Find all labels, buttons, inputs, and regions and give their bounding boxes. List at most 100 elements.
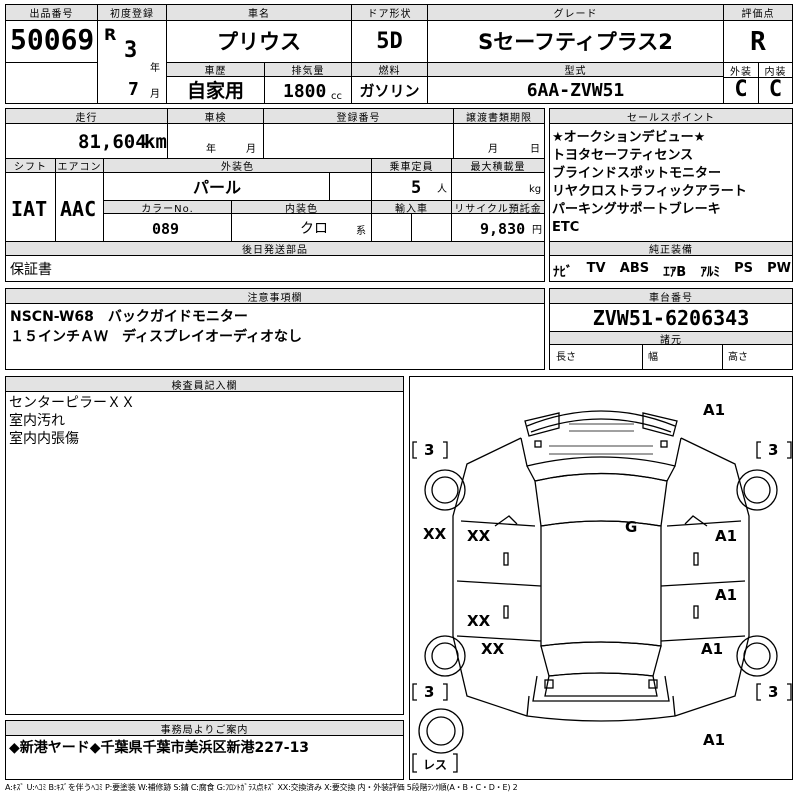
mark-rear-door-r: A1	[715, 586, 737, 604]
equipment-item: ｱﾙﾐ	[700, 265, 720, 280]
mark-spare: レス	[423, 758, 447, 772]
model-label: 型式	[428, 63, 723, 77]
equipment-item: PS	[734, 261, 753, 276]
mark-tire-fr: 3	[768, 441, 778, 459]
mark-rear-door-l: XX	[467, 612, 491, 630]
shift: IAT	[11, 197, 48, 221]
mileage: 81,604	[78, 131, 147, 153]
int-color-label: 内装色	[232, 201, 371, 215]
capacity: 5	[411, 178, 422, 198]
chassis-number: ZVW51-6206343	[592, 306, 750, 330]
aircon: AAC	[60, 197, 97, 221]
fuel: ガソリン	[359, 81, 420, 100]
capacity-unit: 人	[437, 184, 447, 195]
exterior-label: 外装	[724, 63, 758, 78]
chassis-block	[549, 288, 793, 370]
mark-tire-fl: 3	[424, 441, 434, 459]
inspector-line-1: センターピラーＸＸ	[9, 395, 135, 411]
car-diagram: A1 3 3 G XX XX A1 A1 XX XX A1 3 3 A1 レス	[412, 401, 792, 773]
year-unit: 年	[150, 63, 160, 74]
transfer-label: 譲渡書類期限	[454, 109, 544, 124]
recycle-fee: 9,830	[480, 220, 526, 238]
grade: Sセーフティプラス2	[478, 29, 673, 54]
sales-points-list: ★オークションデビュー★ トヨタセーフティセンスブラインドスポットモニターリヤクロ…	[552, 129, 747, 237]
aircon-label: エアコン	[56, 159, 103, 173]
office-label: 事務局よりご案内	[6, 721, 403, 736]
height-label: 高さ	[728, 352, 748, 363]
notes-label: 注意事項欄	[6, 289, 544, 304]
mark-left-xx: XX	[423, 525, 447, 543]
transfer-month-unit: 月	[488, 144, 498, 155]
displacement-label: 排気量	[265, 63, 351, 77]
reg-month: 7	[128, 79, 139, 100]
equipment-item: TV	[586, 261, 606, 276]
equipment-item: ｴｱB	[663, 265, 687, 280]
history-label: 車歴	[167, 63, 264, 77]
notes-line-1: NSCN-W68 バックガイドモニター	[10, 309, 248, 325]
history: 自家用	[186, 79, 244, 102]
sales-point-item: リヤクロストラフィックアラート	[552, 184, 747, 199]
mark-tire-rr: 3	[768, 683, 778, 701]
length-label: 長さ	[556, 352, 576, 363]
sales-point-item: ★オークションデビュー★	[552, 130, 706, 145]
capacity-label: 乗車定員	[372, 159, 451, 173]
sales-points-block	[549, 108, 793, 282]
mark-tire-rl: 3	[424, 683, 434, 701]
sales-point-item: ブラインドスポットモニター	[552, 166, 722, 181]
lot-no-label: 出品番号	[6, 5, 97, 21]
later-parts-label: 後日発送部品	[6, 242, 544, 256]
inspector-line-3: 室内内張傷	[9, 431, 79, 447]
reg-year: 3	[124, 38, 138, 63]
mark-roof: G	[625, 518, 637, 536]
plate-label: 登録番号	[264, 109, 453, 124]
car-name: プリウス	[217, 29, 301, 54]
equipment-item: PW	[767, 261, 791, 276]
score: R	[750, 27, 766, 57]
notes-block	[5, 288, 545, 370]
inspection-label: 車検	[168, 109, 263, 124]
width-label: 幅	[648, 352, 658, 363]
month-unit: 月	[150, 89, 160, 100]
inspection-year-unit: 年	[206, 144, 216, 155]
inspector-line-2: 室内汚れ	[9, 413, 65, 429]
later-parts-value: 保証書	[10, 262, 52, 278]
chassis-label: 車台番号	[550, 289, 792, 304]
transfer-day-unit: 日	[530, 144, 540, 155]
mark-front-door-l: XX	[467, 527, 491, 545]
displacement: 1800	[283, 81, 327, 102]
displacement-unit: cc	[331, 91, 342, 102]
legend: A:ｷｽﾞ U:ﾍｺﾐ B:ｷｽﾞを伴うﾍｺﾐ P:要塗装 W:補修跡 S:錆 …	[5, 783, 518, 792]
details-block	[5, 108, 545, 282]
door-type: 5D	[376, 29, 403, 54]
office-block	[5, 720, 404, 780]
office-text: ◆新港ヤード◆千葉県千葉市美浜区新港227-13	[9, 740, 310, 756]
sales-points-label: セールスポイント	[550, 109, 792, 124]
sales-point-item: トヨタセーフティセンス	[552, 148, 694, 163]
score-label: 評価点	[724, 5, 792, 21]
model: 6AA-ZVW51	[526, 80, 625, 101]
color-no: 089	[152, 220, 180, 238]
interior-label: 内装	[759, 63, 792, 78]
shift-label: シフト	[6, 159, 55, 173]
sales-point-item: ETC	[552, 220, 580, 235]
int-color-unit: 系	[356, 226, 366, 237]
ext-color: パール	[193, 178, 242, 197]
color-no-label: カラーNo.	[104, 201, 231, 215]
equipment-label: 純正装備	[550, 242, 792, 256]
mark-rear-fender-r: A1	[701, 640, 723, 658]
lot-number: 50069	[10, 23, 95, 56]
fuel-label: 燃料	[352, 63, 427, 77]
sales-point-item: パーキングサポートブレーキ	[552, 202, 721, 217]
inspection-month-unit: 月	[246, 144, 256, 155]
mark-front-door-r: A1	[715, 527, 737, 545]
equipment-item: ﾅﾋﾞ	[553, 265, 573, 280]
mark-top-right: A1	[703, 401, 725, 419]
top-block	[5, 4, 793, 104]
first-reg-label: 初度登録	[98, 5, 166, 21]
notes-line-2: １５インチＡＷ ディスプレイオーディオなし	[10, 329, 303, 345]
inspector-block	[5, 376, 404, 715]
mileage-label: 走行	[6, 109, 167, 124]
grade-label: グレード	[428, 5, 723, 21]
recycle-unit: 円	[532, 225, 542, 236]
